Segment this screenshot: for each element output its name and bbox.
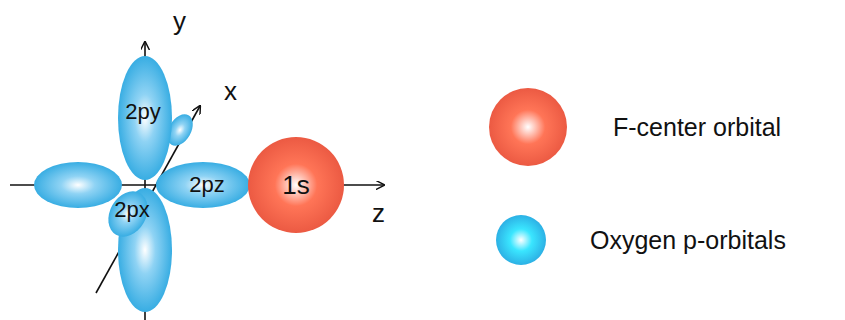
f-center-orbital: 1s — [248, 137, 344, 233]
orbital-label: 2py — [122, 98, 164, 127]
orbital-label: 2pz — [186, 171, 228, 200]
node-text: 2pz — [189, 173, 224, 197]
pz-right-lobe — [156, 162, 250, 208]
node-text: 2py — [125, 100, 160, 124]
node-text: 1s — [282, 171, 309, 200]
node-text: 2px — [114, 198, 149, 222]
orbital-label: 2px — [111, 196, 153, 225]
axis-label: y — [173, 8, 186, 34]
legend-swatch — [494, 213, 548, 267]
pz-left-lobe — [34, 162, 122, 208]
axis-label: x — [224, 78, 237, 104]
legend-text: F-center orbital — [613, 115, 781, 140]
axis-label: z — [372, 200, 385, 226]
legend-text: Oxygen p-orbitals — [590, 228, 786, 253]
px-front-lobe — [100, 184, 155, 244]
py-upper-lobe — [118, 56, 172, 180]
legend-swatch — [487, 86, 569, 168]
